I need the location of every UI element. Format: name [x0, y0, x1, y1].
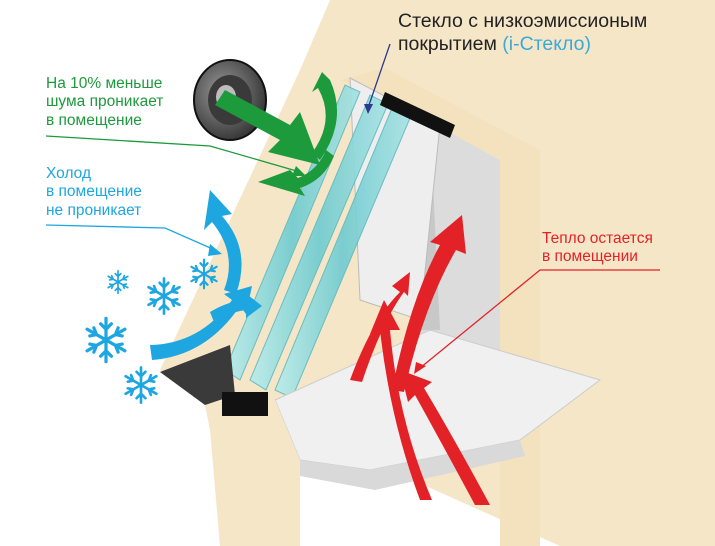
outer-ledge	[160, 345, 235, 405]
leader-lines	[45, 43, 660, 369]
low-e-glass-label: Стекло с низкоэмиссионым покрытием (i-Ст…	[398, 10, 647, 56]
noise-label-line3: в помещение	[46, 111, 142, 129]
heat-label-line1: Тепло остается	[542, 230, 653, 247]
low-e-glass-label-line2-main: покрытием	[398, 33, 503, 55]
lower-wall	[205, 400, 300, 546]
low-e-glass-label-accent: (i-Стекло)	[502, 33, 591, 55]
heat-label-line2: в помещении	[542, 248, 638, 266]
bottom-seal	[222, 392, 268, 416]
cold-label-line1: Холод	[46, 165, 91, 182]
cold-arrows	[150, 190, 262, 360]
top-seal	[380, 92, 455, 138]
noise-label: На 10% меньше шума проникает в помещение	[46, 75, 163, 130]
cold-pointer-arrow	[208, 244, 222, 256]
noise-arrows	[215, 72, 338, 196]
noise-label-line2: шума проникает	[46, 93, 164, 111]
heat-pointer-arrow	[414, 362, 426, 374]
noise-pointer-arrow	[292, 166, 306, 176]
heat-label: Тепло остается в помещении	[542, 230, 653, 267]
cold-label: Холод в помещение не проникает	[46, 165, 142, 220]
noise-label-line1: На 10% меньше	[46, 75, 163, 92]
glass-pointer-arrow	[364, 104, 373, 114]
low-e-glass-label-line2: покрытием (i-Стекло)	[398, 33, 647, 56]
low-e-glass-label-line1: Стекло с низкоэмиссионым	[398, 10, 648, 32]
heat-arrows	[350, 215, 490, 505]
cold-label-line2: в помещение	[46, 183, 142, 201]
cold-label-line3: не проникает	[46, 201, 142, 219]
